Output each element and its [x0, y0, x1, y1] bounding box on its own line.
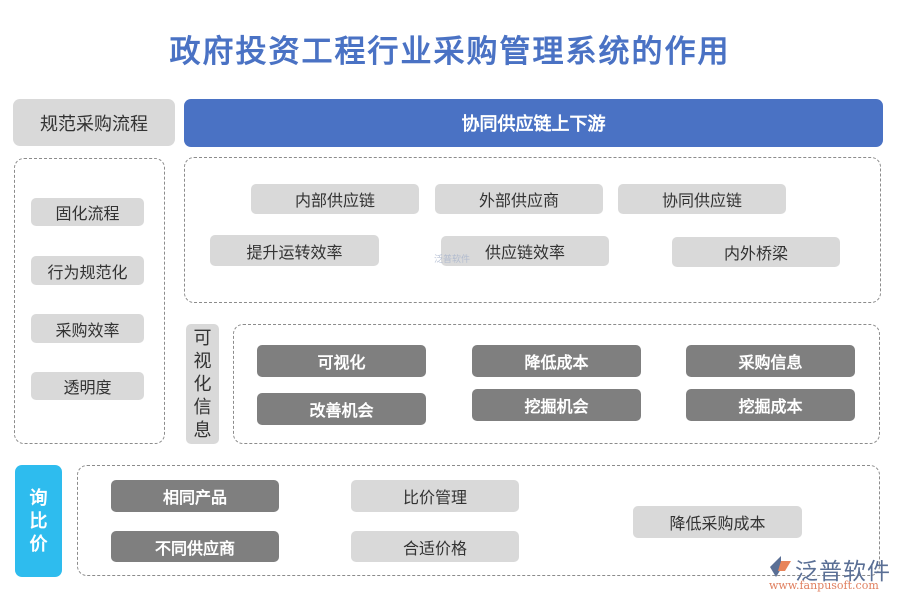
- label-char: 信: [193, 396, 212, 418]
- supply-chain-item: 内部供应链: [251, 184, 419, 214]
- fanpusoft-logo: 泛普软件 www.fanpusoft.com: [765, 552, 893, 592]
- label-char: 视: [193, 350, 212, 372]
- logo-mark-icon: [770, 556, 791, 577]
- standardize-procurement-header: 规范采购流程: [13, 99, 175, 146]
- label-char: 价: [29, 533, 48, 555]
- left-item: 采购效率: [31, 314, 144, 343]
- standardize-panel: [14, 158, 165, 444]
- label-char: 化: [193, 373, 212, 395]
- logo-url: www.fanpusoft.com: [769, 579, 879, 592]
- visual-info-item: 可视化: [257, 345, 426, 377]
- logo-name: 泛普软件: [795, 559, 891, 585]
- label-char: 询: [29, 487, 48, 509]
- price-item-dark: 不同供应商: [111, 531, 279, 562]
- supply-chain-item: 外部供应商: [435, 184, 603, 214]
- label-char: 可: [193, 327, 212, 349]
- visual-info-item: 采购信息: [686, 345, 855, 377]
- supply-chain-panel: [184, 157, 881, 303]
- supply-chain-item: 提升运转效率: [210, 235, 379, 266]
- price-item-dark: 相同产品: [111, 480, 279, 512]
- left-item: 固化流程: [31, 198, 144, 226]
- left-item: 行为规范化: [31, 256, 144, 285]
- price-comparison-panel: [77, 465, 880, 576]
- visual-info-label: 可 视 化 信 息: [186, 324, 219, 444]
- label-char: 息: [193, 419, 212, 441]
- price-item-light: 合适价格: [351, 531, 519, 562]
- supply-chain-header: 协同供应链上下游: [184, 99, 883, 147]
- visual-info-panel: [233, 324, 880, 444]
- label-char: 比: [29, 510, 48, 532]
- visual-info-item: 改善机会: [257, 393, 426, 425]
- left-item: 透明度: [31, 372, 144, 400]
- supply-chain-item: 内外桥梁: [672, 237, 840, 267]
- watermark-text: 泛普软件: [434, 255, 471, 265]
- supply-chain-item: 供应链效率: [441, 236, 609, 266]
- price-item-light: 比价管理: [351, 480, 519, 512]
- supply-chain-item: 协同供应链: [618, 184, 786, 214]
- price-comparison-label: 询 比 价: [15, 465, 62, 577]
- visual-info-item: 挖掘成本: [686, 389, 855, 421]
- visual-info-item: 挖掘机会: [472, 389, 641, 421]
- page-title: 政府投资工程行业采购管理系统的作用: [169, 34, 731, 70]
- price-result: 降低采购成本: [633, 506, 802, 538]
- visual-info-item: 降低成本: [472, 345, 641, 377]
